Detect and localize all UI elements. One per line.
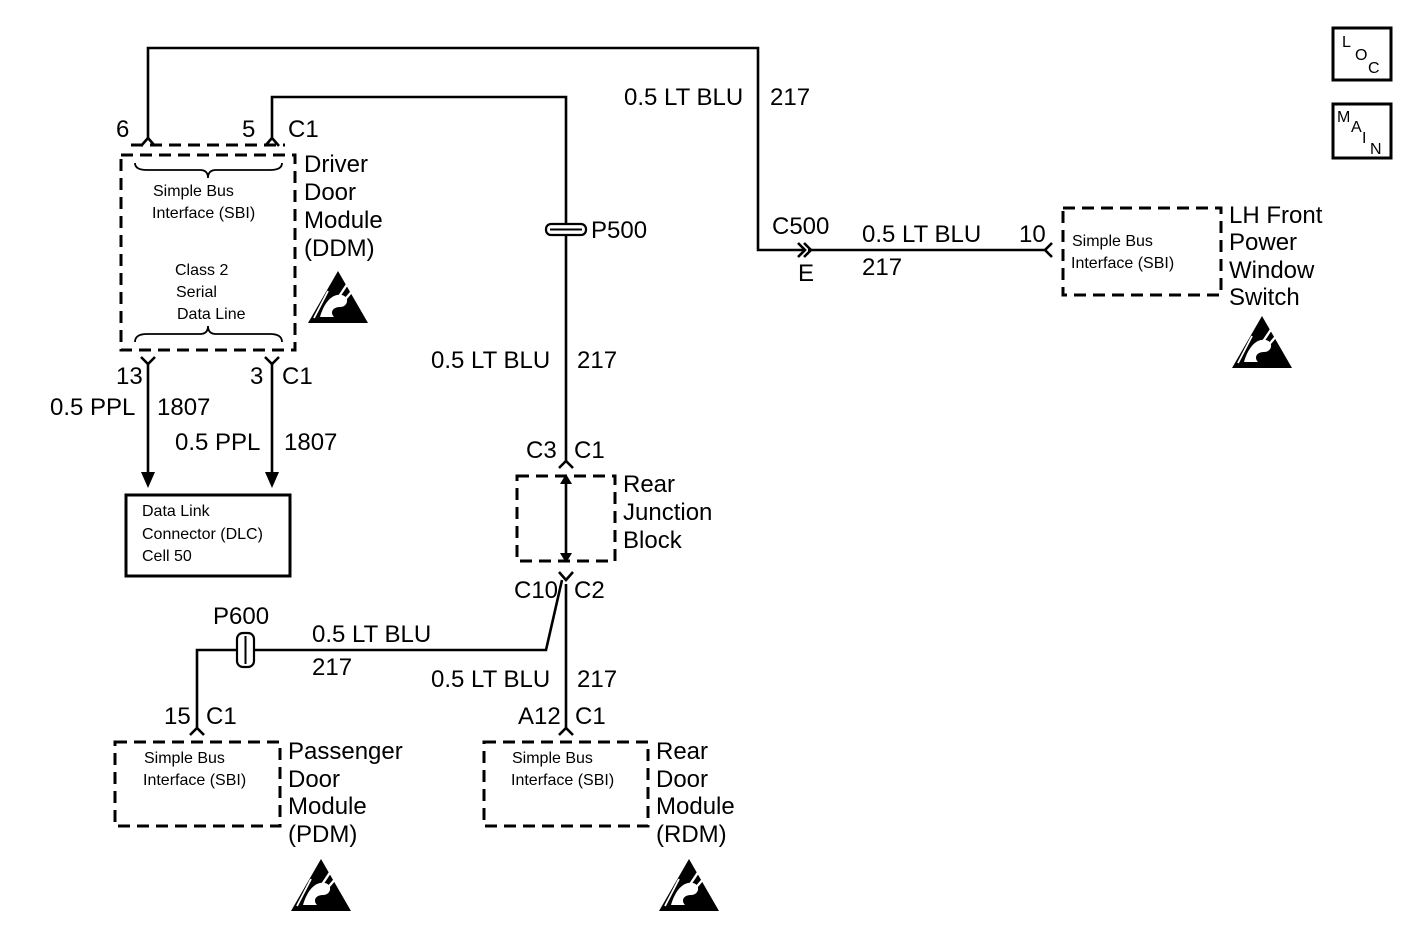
lh-title-line4: Switch bbox=[1229, 284, 1300, 311]
main-letter-m: M bbox=[1337, 109, 1350, 126]
esd-warning-icon bbox=[1230, 314, 1294, 370]
main-button[interactable]: M A I N bbox=[1331, 102, 1393, 160]
rdm-title-line4: (RDM) bbox=[656, 821, 727, 848]
p500-wire-circuit: 217 bbox=[577, 347, 617, 374]
ddm-pin-5: 5 bbox=[242, 116, 255, 143]
main-letter-n: N bbox=[1370, 141, 1382, 158]
esd-warning-icon bbox=[657, 857, 721, 913]
rdm-title-line3: Module bbox=[656, 793, 735, 820]
wires bbox=[146, 46, 1045, 728]
ddm-pin-6: 6 bbox=[116, 116, 129, 143]
ddm-class2-line1: Class 2 bbox=[175, 262, 228, 279]
rdm-wire-circuit: 217 bbox=[577, 666, 617, 693]
pdm-title-line1: Passenger bbox=[288, 738, 403, 765]
loc-letter-l: L bbox=[1342, 34, 1351, 51]
ddm-title-line3: Module bbox=[304, 207, 383, 234]
rjb-top-conn: C1 bbox=[574, 437, 605, 464]
rjb-bottom-pin: C10 bbox=[514, 577, 558, 604]
data-link-connector: Data Link Connector (DLC) Cell 50 bbox=[124, 493, 292, 578]
p600-label: P600 bbox=[213, 603, 269, 630]
ddm-c1-top: C1 bbox=[288, 116, 319, 143]
rdm-pin: A12 bbox=[518, 703, 561, 730]
rdm-title-line1: Rear bbox=[656, 738, 708, 765]
rdm-sbi-line2: Interface (SBI) bbox=[511, 772, 614, 789]
rear-junction-block: C3 C1 Rear Junction Block C10 C2 bbox=[514, 437, 712, 604]
pdm-sbi-line1: Simple Bus bbox=[144, 750, 225, 767]
lh-sbi-line1: Simple Bus bbox=[1072, 233, 1153, 250]
rdm-sbi-line1: Simple Bus bbox=[512, 750, 593, 767]
pdm-title-line4: (PDM) bbox=[288, 821, 357, 848]
ddm-c1-bottom: C1 bbox=[282, 363, 313, 390]
c500-wire-circuit: 217 bbox=[862, 254, 902, 281]
lh-title-line2: Power bbox=[1229, 229, 1297, 256]
rjb-title-line2: Junction bbox=[623, 499, 712, 526]
esd-warning-icon bbox=[306, 269, 370, 325]
rjb-top-pin: C3 bbox=[526, 437, 557, 464]
passenger-door-module: 15 C1 Simple Bus Interface (SBI) Passeng… bbox=[113, 703, 403, 913]
rjb-bottom-conn: C2 bbox=[574, 577, 605, 604]
dlc-line2: Connector (DLC) bbox=[142, 526, 263, 543]
ddm-class2-line3: Data Line bbox=[177, 306, 246, 323]
dlc-wire2-gauge: 0.5 PPL bbox=[175, 429, 260, 456]
lh-title-line3: Window bbox=[1229, 257, 1315, 284]
c500-pin: E bbox=[798, 260, 814, 287]
p500-label: P500 bbox=[591, 217, 647, 244]
rjb-title-line3: Block bbox=[623, 527, 683, 554]
pdm-conn: C1 bbox=[206, 703, 237, 730]
c500-label: C500 bbox=[772, 213, 829, 240]
dlc-wire1-circuit: 1807 bbox=[157, 394, 210, 421]
ddm-sbi-line1: Simple Bus bbox=[153, 183, 234, 200]
ddm-title-line4: (DDM) bbox=[304, 235, 375, 262]
ddm-title-line2: Door bbox=[304, 179, 356, 206]
ddm-sbi-line2: Interface (SBI) bbox=[152, 205, 255, 222]
driver-door-module: Simple Bus Interface (SBI) Class 2 Seria… bbox=[119, 143, 383, 352]
dlc-wire2-circuit: 1807 bbox=[284, 429, 337, 456]
dlc-wire1-gauge: 0.5 PPL bbox=[50, 394, 135, 421]
rear-door-module: A12 C1 Simple Bus Interface (SBI) Rear D… bbox=[482, 703, 735, 913]
dlc-line3: Cell 50 bbox=[142, 548, 192, 565]
rdm-conn: C1 bbox=[575, 703, 606, 730]
ddm-title-line1: Driver bbox=[304, 151, 368, 178]
pdm-title-line2: Door bbox=[288, 766, 340, 793]
rjb-title-line1: Rear bbox=[623, 471, 675, 498]
lh-switch-pin: 10 bbox=[1019, 221, 1046, 248]
lh-title-line1: LH Front bbox=[1229, 202, 1323, 229]
dlc-line1: Data Link bbox=[142, 503, 211, 520]
pdm-pin: 15 bbox=[164, 703, 191, 730]
ddm-class2-line2: Serial bbox=[176, 284, 217, 301]
loc-letter-o: O bbox=[1355, 47, 1367, 64]
pdm-title-line3: Module bbox=[288, 793, 367, 820]
esd-warning-icon bbox=[289, 857, 353, 913]
rdm-title-line2: Door bbox=[656, 766, 708, 793]
top-wire-gauge: 0.5 LT BLU bbox=[624, 84, 743, 111]
c500-wire-gauge: 0.5 LT BLU bbox=[862, 221, 981, 248]
ddm-pin-3: 3 bbox=[250, 363, 263, 390]
lh-sbi-line2: Interface (SBI) bbox=[1071, 255, 1174, 272]
main-letter-i: I bbox=[1362, 130, 1366, 147]
p500-splice: P500 bbox=[544, 217, 647, 244]
loc-letter-c: C bbox=[1368, 60, 1380, 77]
p600-wire-circuit: 217 bbox=[312, 654, 352, 681]
ddm-pin-13: 13 bbox=[116, 363, 143, 390]
p500-wire-gauge: 0.5 LT BLU bbox=[431, 347, 550, 374]
lh-front-power-window-switch: 10 Simple Bus Interface (SBI) LH Front P… bbox=[1019, 202, 1323, 370]
top-wire-circuit: 217 bbox=[770, 84, 810, 111]
rdm-wire-gauge: 0.5 LT BLU bbox=[431, 666, 550, 693]
main-letter-a: A bbox=[1351, 119, 1362, 136]
p600-wire-gauge: 0.5 LT BLU bbox=[312, 621, 431, 648]
pdm-sbi-line2: Interface (SBI) bbox=[143, 772, 246, 789]
loc-button[interactable]: L O C bbox=[1331, 26, 1393, 82]
p600-splice: P600 bbox=[213, 603, 269, 669]
